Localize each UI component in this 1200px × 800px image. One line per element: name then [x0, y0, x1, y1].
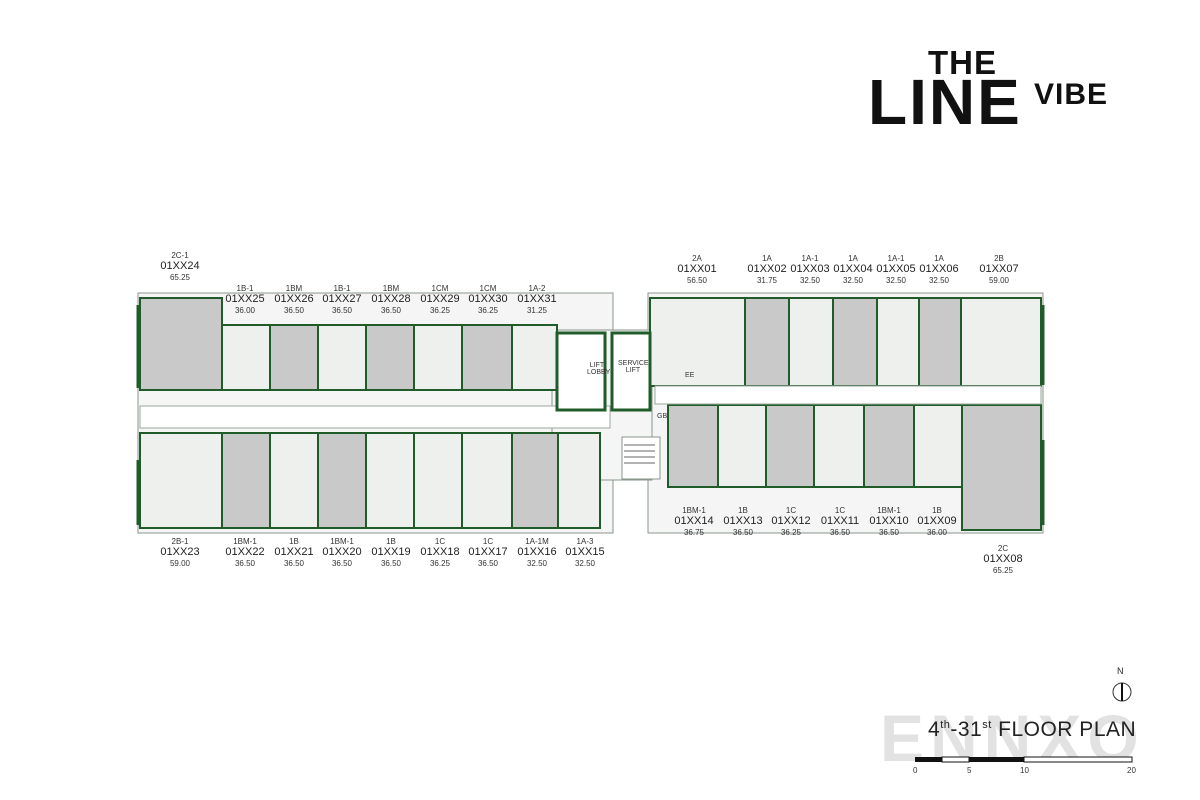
unit-block [765, 404, 815, 488]
right-corridor [654, 385, 1042, 405]
north-label: N [1117, 666, 1124, 676]
logo-vibe: VIBE [1034, 78, 1109, 111]
right-bottom-units [667, 404, 1042, 531]
unit-block [832, 297, 878, 387]
facade-walls [136, 305, 1045, 525]
unit-block [913, 404, 963, 488]
lift-lobby-box [555, 331, 607, 412]
service-lift-label: SERVICE LIFT [618, 360, 649, 374]
unit-block [317, 432, 367, 529]
north-arrow-icon [1112, 682, 1132, 702]
right-top-units [649, 297, 1042, 387]
gb-label: GB [657, 413, 668, 420]
scale-tick: 5 [967, 766, 972, 775]
unit-block [960, 297, 1042, 387]
unit-block [876, 297, 920, 387]
unit-block [269, 432, 319, 529]
left-corridor [139, 405, 611, 429]
unit-block [461, 432, 513, 529]
unit-block [557, 432, 601, 529]
stair-box [621, 436, 661, 480]
unit-block [744, 297, 790, 387]
scale-tick: 10 [1020, 766, 1029, 775]
left-top-units [139, 297, 558, 391]
unit-block [918, 297, 962, 387]
unit-block [139, 432, 223, 529]
unit-block [139, 297, 223, 391]
unit-block [717, 404, 767, 488]
unit-block [511, 432, 559, 529]
watermark: ENNXO [880, 701, 1145, 775]
ee-label: EE [685, 372, 695, 379]
unit-block [413, 432, 463, 529]
unit-block [961, 404, 1042, 531]
unit-block [413, 324, 463, 391]
unit-block [269, 324, 319, 391]
stair-lines [624, 444, 655, 464]
unit-block [863, 404, 915, 488]
unit-block [667, 404, 719, 488]
floor-plan-title: 4th-31st FLOOR PLAN [928, 718, 1137, 741]
lift-lobby-label: LIFT LOBBY [587, 362, 611, 376]
unit-block [365, 432, 415, 529]
scale-bar [915, 756, 1133, 763]
unit-block [461, 324, 513, 391]
unit-block [649, 297, 746, 387]
service-lift-box [610, 331, 652, 412]
unit-block [221, 324, 271, 391]
unit-block [317, 324, 367, 391]
scale-tick: 20 [1127, 766, 1136, 775]
unit-block [365, 324, 415, 391]
unit-block [813, 404, 865, 488]
unit-block [788, 297, 834, 387]
unit-block [221, 432, 271, 529]
left-bottom-units [139, 432, 601, 529]
logo-the: THE [928, 44, 997, 81]
unit-block [511, 324, 558, 391]
logo-line: LINE [868, 66, 1022, 138]
scale-tick: 0 [913, 766, 918, 775]
